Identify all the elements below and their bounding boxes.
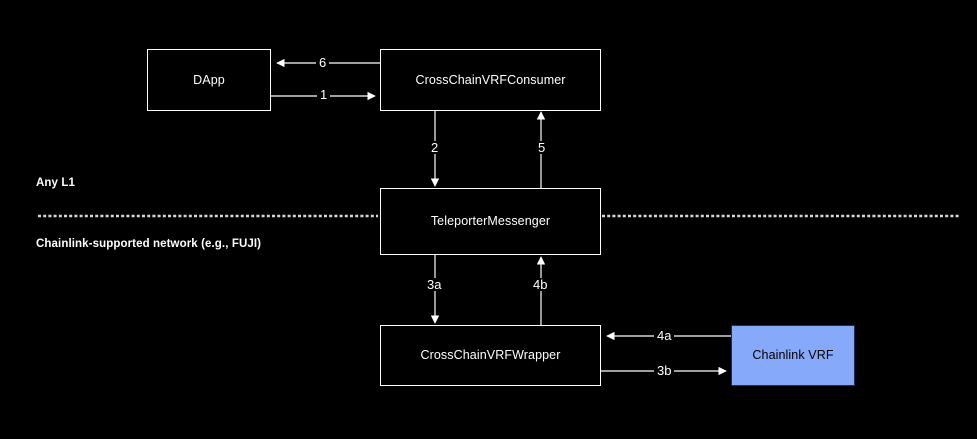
node-crosschainvrfconsumer[interactable]: CrossChainVRFConsumer bbox=[380, 49, 601, 111]
edge-label-4b: 4b bbox=[530, 278, 551, 291]
node-chainlink-vrf-label: Chainlink VRF bbox=[752, 348, 834, 363]
node-teleportermessenger-label: TeleporterMessenger bbox=[430, 214, 551, 229]
edge-label-1: 1 bbox=[317, 88, 331, 101]
edge-label-5: 5 bbox=[535, 141, 549, 154]
node-crosschainvrfconsumer-label: CrossChainVRFConsumer bbox=[415, 72, 566, 87]
node-crosschainvrfwrapper-label: CrossChainVRFWrapper bbox=[420, 348, 561, 363]
edge-label-3b: 3b bbox=[654, 364, 675, 377]
node-dapp-label: DApp bbox=[193, 72, 225, 87]
node-crosschainvrfwrapper[interactable]: CrossChainVRFWrapper bbox=[380, 325, 601, 386]
node-teleportermessenger[interactable]: TeleporterMessenger bbox=[380, 188, 601, 255]
node-dapp[interactable]: DApp bbox=[147, 49, 271, 111]
zone-label-any-l1: Any L1 bbox=[36, 177, 75, 189]
edge-label-3a: 3a bbox=[424, 278, 445, 291]
zone-label-chainlink-network: Chainlink-supported network (e.g., FUJI) bbox=[36, 238, 262, 250]
edge-label-2: 2 bbox=[428, 141, 442, 154]
edge-label-4a: 4a bbox=[654, 329, 675, 342]
edge-label-6: 6 bbox=[316, 56, 330, 69]
node-chainlink-vrf[interactable]: Chainlink VRF bbox=[731, 325, 855, 386]
